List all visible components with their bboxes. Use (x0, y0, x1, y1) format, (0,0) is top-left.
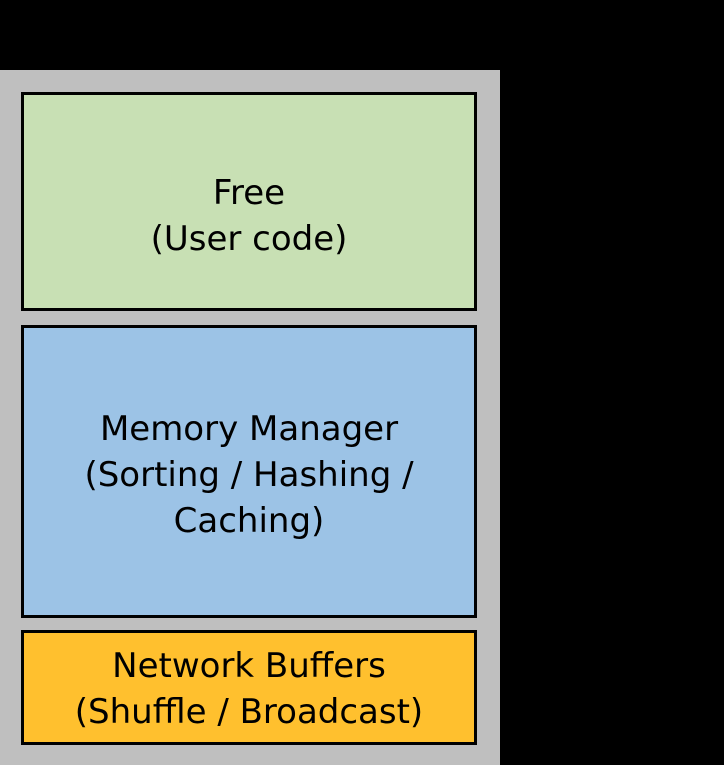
memory-segment-free[interactable]: Free (User code) (21, 92, 477, 311)
segment-memory-manager-label: Memory Manager (99, 408, 399, 449)
memory-segment-memory-manager[interactable]: Memory Manager (Sorting / Hashing / Cach… (21, 325, 477, 618)
segment-network-buffers-label: Network Buffers (112, 645, 386, 686)
segment-free-detail: (User code) (150, 218, 348, 259)
segment-memory-manager-detail-line-1: (Sorting / Hashing / (84, 454, 414, 495)
segment-network-buffers-detail: (Shuffle / Broadcast) (74, 691, 424, 732)
memory-panel: Free (User code) Memory Manager (Sorting… (0, 70, 500, 765)
segment-memory-manager-detail-line-2: Caching) (173, 500, 325, 541)
memory-segment-network-buffers[interactable]: Network Buffers (Shuffle / Broadcast) (21, 630, 477, 745)
segment-free-label: Free (212, 172, 286, 213)
